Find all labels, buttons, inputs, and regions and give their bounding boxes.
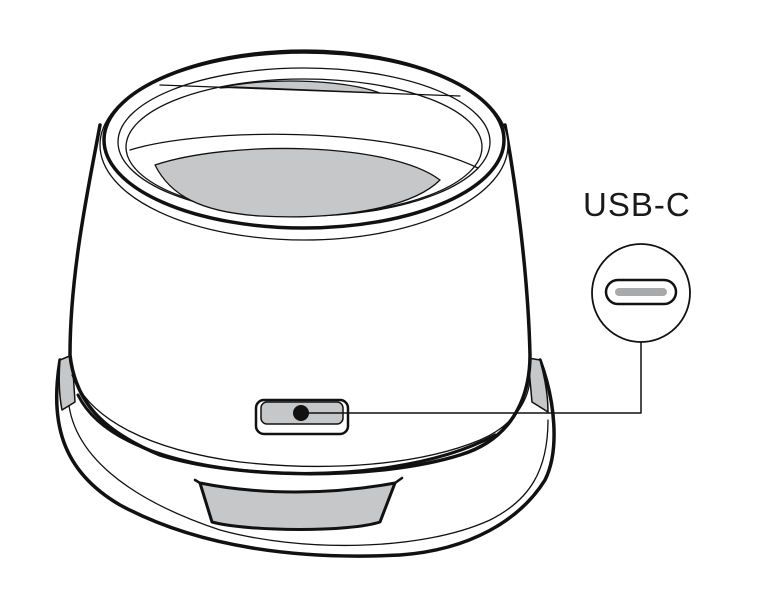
front-usb-port: [254, 398, 350, 436]
top-rim: [99, 49, 509, 241]
callout-leader-line: [308, 340, 642, 414]
usb-c-port-icon: [591, 243, 691, 343]
usb-c-label: USB-C: [583, 186, 691, 223]
